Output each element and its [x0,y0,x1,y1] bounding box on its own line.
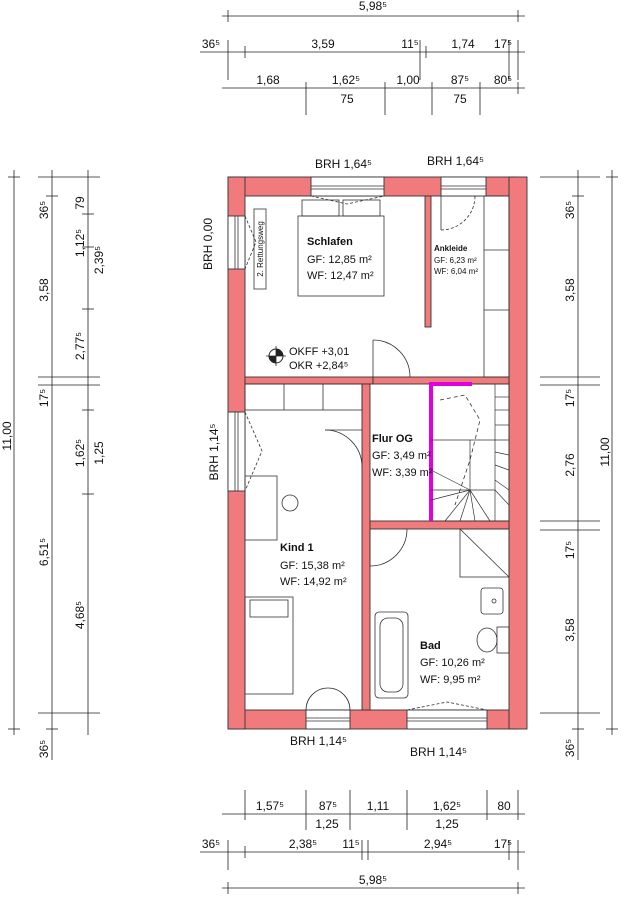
room-gf: GF: 3,49 m² [372,450,431,462]
left-dimensions [8,170,100,760]
room-flur: Flur OG GF: 3,49 m² WF: 3,39 m² [372,433,433,479]
top-dimensions [200,10,525,115]
room-schlafen: Schlafen GF: 12,85 m² WF: 12,47 m² [307,236,374,282]
escape-route-box [253,208,267,290]
dim-label: 11⁵ [401,37,418,51]
dim-label: 2,39⁵ [92,246,106,274]
room-gf: GF: 12,85 m² [307,254,372,266]
right-dimensions [540,170,618,760]
dim-label: 36⁵ [563,201,577,219]
dim-label: 87⁵ [451,73,469,87]
dim-label: 17⁵ [37,389,51,407]
dim-label: 3,58 [563,618,577,642]
top-total-dim: 5,98⁵ [359,0,387,13]
dim-label: 17⁵ [494,37,512,51]
dim-label: 36⁵ [37,740,51,758]
dim-label: 36⁵ [563,739,577,757]
room-name: Kind 1 [280,542,314,554]
left-dim-labels: 11,00 36⁵ 3,58 17⁵ 6,51⁵ 36⁵ 79 1,12⁵ 2,… [0,196,106,758]
dim-label: 36⁵ [202,37,220,51]
dim-label: 1,62⁵ [332,73,360,87]
dim-label: 4,68⁵ [73,601,87,629]
doors [244,195,488,711]
dim-label: 36⁵ [202,837,220,851]
dim-label: 1,57⁵ [256,799,284,813]
staircase [429,382,510,522]
right-dim-labels: 36⁵ 3,58 17⁵ 2,76 17⁵ 3,58 36⁵ 11,00 [563,201,612,757]
room-gf: GF: 15,38 m² [280,560,345,572]
dim-label: 1,25 [435,817,459,831]
brh-left-top: BRH 0,00 [201,218,215,270]
dim-label: 2,76 [563,453,577,477]
dim-label: 75 [453,92,467,106]
level-okr: OKR +2,84⁵ [289,360,348,372]
room-name: Ankleide [434,244,468,253]
room-wf: WF: 12,47 m² [307,270,374,282]
dim-label: 11⁵ [342,837,359,851]
dim-label: 1,25 [92,441,106,465]
brh-top-right: BRH 1,64⁵ [427,154,484,168]
dim-label: 1,25 [315,817,339,831]
dim-label: 6,51⁵ [37,538,51,566]
level-okff: OKFF +3,01 [289,346,349,358]
furniture [244,195,510,699]
room-wf: WF: 9,95 m² [420,674,481,686]
dim-label: 80 [497,799,511,813]
dim-label: 17⁵ [563,541,577,559]
room-name: Flur OG [372,433,413,445]
dim-label: 2,94⁵ [424,837,452,851]
top-row1-labels: 36⁵ 3,59 11⁵ 1,74 17⁵ [202,37,512,51]
bottom-row2-labels: 36⁵ 2,38⁵ 11⁵ 2,94⁵ 17⁵ [202,837,512,851]
room-wf: WF: 3,39 m² [372,467,433,479]
dim-label: 1,68 [256,73,280,87]
brh-left-mid: BRH 1,14⁵ [207,423,221,480]
dim-label: 87⁵ [319,799,337,813]
bottom-dimensions [200,790,525,894]
brh-top-left: BRH 1,64⁵ [315,157,372,171]
left-total-dim: 11,00 [0,421,14,450]
room-bad: Bad GF: 10,26 m² WF: 9,95 m² [420,640,485,686]
dim-label: 1,12⁵ [73,229,87,257]
dim-label: 1,11 [367,799,390,813]
dim-label: 3,59 [311,37,335,51]
dim-label: 36⁵ [37,201,51,219]
level-marker-icon [266,346,286,366]
dim-label: 3,58 [37,278,51,302]
brh-bottom-right: BRH 1,14⁵ [410,745,467,759]
room-name: Schlafen [307,236,353,248]
dim-label: 1,62⁵ [73,439,87,467]
dim-label: 2,77⁵ [73,332,87,360]
top-row2-labels: 1,68 1,62⁵ 1,00 87⁵ 80⁵ 75 75 [256,73,512,106]
room-kind: Kind 1 GF: 15,38 m² WF: 14,92 m² [280,542,347,588]
room-name: Bad [420,640,441,652]
room-ankleide: Ankleide GF: 6,23 m² WF: 6,04 m² [434,244,478,276]
bottom-row1-labels: 1,57⁵ 87⁵ 1,11 1,62⁵ 80 1,25 1,25 [256,799,511,831]
room-gf: GF: 6,23 m² [434,256,477,265]
dim-label: 80⁵ [494,73,512,87]
room-wf: WF: 14,92 m² [280,576,347,588]
dim-label: 75 [340,92,354,106]
window-glazing [234,185,487,722]
bottom-total-dim: 5,98⁵ [359,873,387,887]
dim-label: 17⁵ [563,389,577,407]
room-gf: GF: 10,26 m² [420,657,485,669]
window-openings [227,176,488,730]
brh-bottom-left: BRH 1,14⁵ [290,734,347,748]
right-total-dim: 11,00 [598,437,612,466]
dim-label: 1,74 [451,37,475,51]
dim-label: 2,38⁵ [289,837,317,851]
escape-route-label: 2. Rettungsweg [256,221,265,277]
dim-label: 1,62⁵ [433,799,461,813]
dim-label: 79 [73,196,87,210]
room-wf: WF: 6,04 m² [434,267,478,276]
dim-label: 3,58 [563,278,577,302]
dim-label: 17⁵ [494,837,512,851]
dim-label: 1,00 [396,73,420,87]
